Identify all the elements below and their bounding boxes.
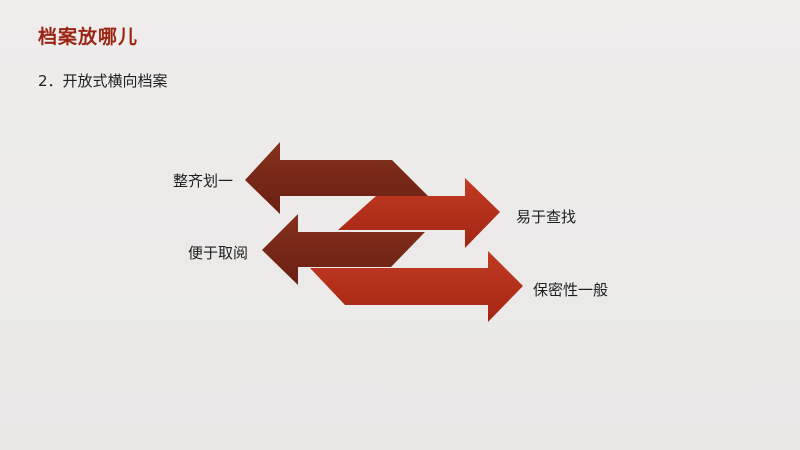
label-confidentiality: 保密性一般: [533, 281, 609, 299]
arrow-left-2: [262, 214, 425, 285]
label-easy-to-find: 易于查找: [516, 208, 577, 226]
label-uniform: 整齐划一: [173, 172, 234, 190]
slide-title: 档案放哪儿: [38, 26, 139, 48]
arrow-right-2: [310, 251, 523, 322]
arrow-right-1: [338, 178, 500, 248]
label-easy-to-access: 便于取阅: [188, 244, 249, 262]
slide-subtitle: 2．开放式横向档案: [38, 72, 168, 90]
